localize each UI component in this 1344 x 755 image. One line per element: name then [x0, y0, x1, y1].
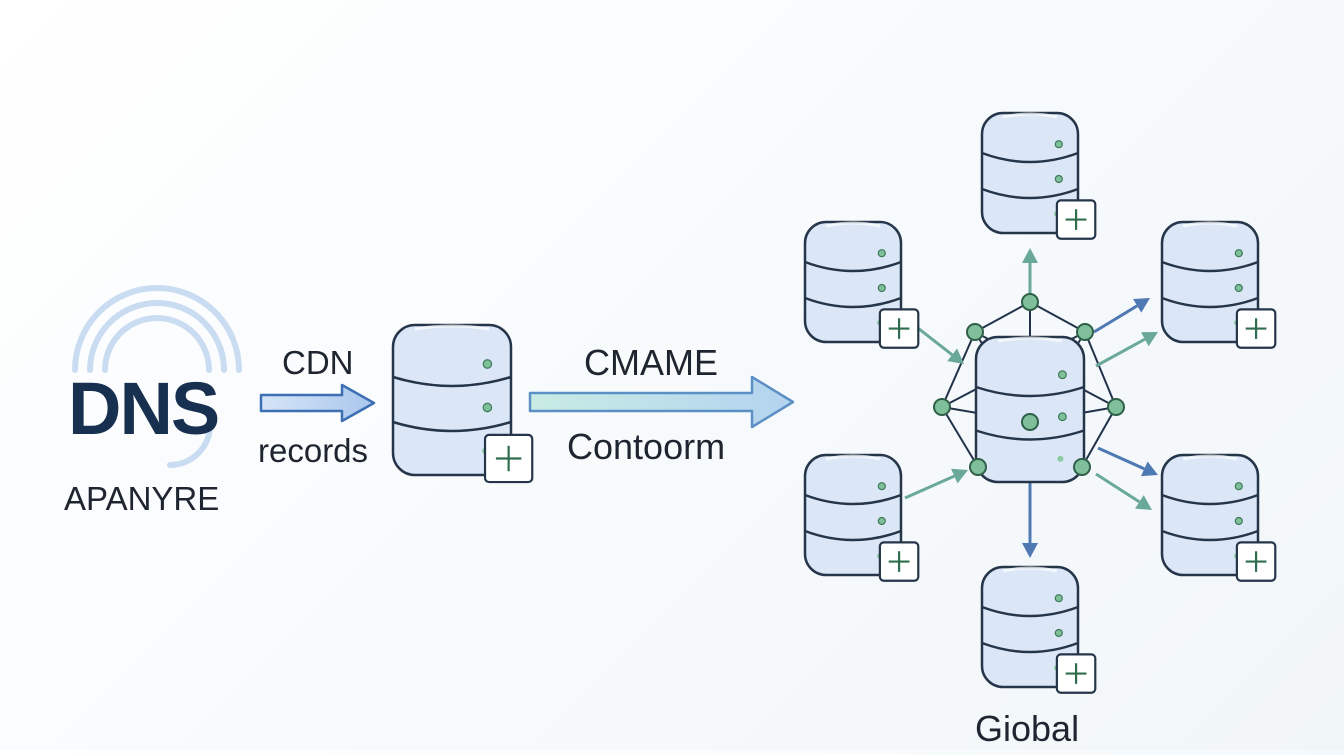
- dns-subtitle: APANYRE: [64, 480, 220, 517]
- arrow-out-right-upper: [1095, 332, 1158, 368]
- mesh-link: [941, 406, 979, 468]
- mesh-node: [933, 398, 951, 416]
- arrow-out-bottom-right: [1095, 472, 1152, 510]
- server-group: [391, 111, 1277, 694]
- mesh-node: [1021, 293, 1039, 311]
- mesh-node: [1021, 413, 1039, 431]
- network-nodes: [933, 293, 1125, 476]
- arrow-up: [1022, 248, 1038, 296]
- cdn-server: [391, 323, 534, 484]
- signal-waves-icon: [72, 285, 242, 468]
- edge-server-top: [980, 111, 1097, 240]
- mesh-node: [966, 323, 984, 341]
- arrow-in-bottom-left: [904, 468, 968, 500]
- arrow-down: [1022, 482, 1038, 558]
- mesh-link: [941, 331, 976, 408]
- edge-server-bottom-left: [803, 453, 920, 582]
- cname-arrow: [528, 375, 795, 429]
- mesh-link: [1029, 301, 1086, 333]
- cdn-records-arrow: [259, 383, 376, 423]
- mesh-node: [969, 458, 987, 476]
- global-label: Giobal: [975, 708, 1080, 749]
- plus-icon: [483, 433, 534, 484]
- plus-icon: [1235, 541, 1277, 582]
- edge-server-bottom: [980, 565, 1097, 694]
- plus-icon: [1055, 653, 1097, 694]
- arrow-out-top-right: [1093, 298, 1150, 334]
- edge-server-top-right: [1160, 220, 1277, 349]
- edge-server-top-left: [803, 220, 920, 349]
- plus-icon: [1235, 308, 1277, 349]
- distribution-arrows: [904, 248, 1158, 558]
- records-label: records: [258, 432, 369, 469]
- plus-icon: [1055, 199, 1097, 240]
- cdn-label: CDN: [282, 344, 354, 381]
- edge-server-bottom-right: [1160, 453, 1277, 582]
- cname-label: CMAME: [584, 342, 718, 383]
- hub-server: [974, 335, 1086, 484]
- plus-icon: [878, 541, 920, 582]
- arrow-out-right-lower: [1097, 446, 1158, 477]
- mesh-link: [974, 301, 1031, 333]
- mesh-node: [1073, 458, 1091, 476]
- mesh-link: [1081, 406, 1117, 468]
- mesh-link: [1084, 331, 1117, 408]
- mesh-node: [1107, 398, 1125, 416]
- mesh-node: [1076, 323, 1094, 341]
- cname-sublabel: Contoorm: [567, 426, 726, 467]
- dns-title: DNS: [68, 367, 220, 450]
- plus-icon: [878, 308, 920, 349]
